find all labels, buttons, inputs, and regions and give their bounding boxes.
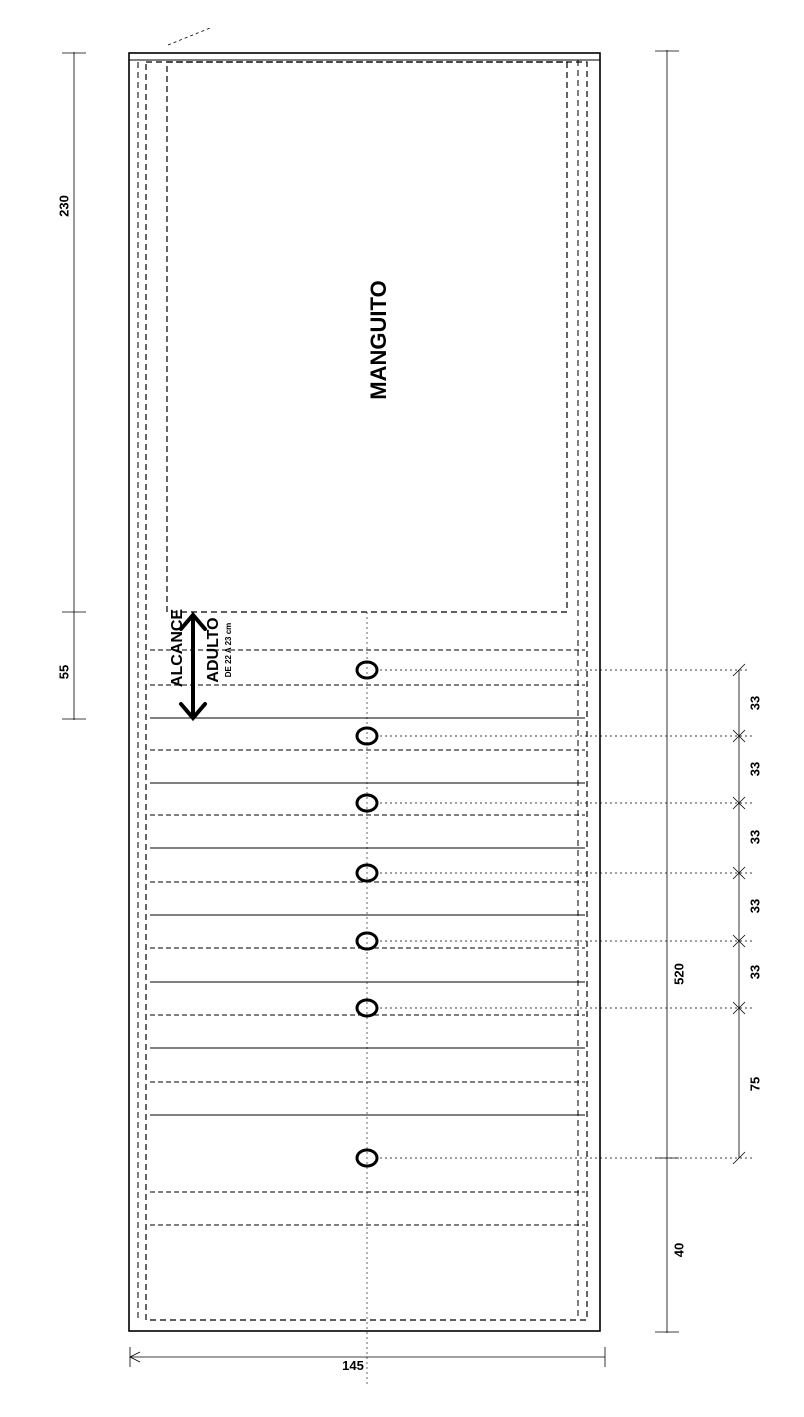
right-total-dimension-line: [655, 50, 679, 1333]
eyelet-3: [355, 793, 379, 813]
alcance-label: ALCANCE: [169, 609, 186, 688]
eyelet-7: [355, 1148, 379, 1168]
width-dim-145: 145: [342, 1358, 364, 1373]
right-dim-40: 40: [671, 1243, 686, 1257]
left-dim-55: 55: [56, 665, 71, 679]
eyelet-5: [355, 931, 379, 951]
spacing-dim-1: 33: [747, 696, 762, 710]
spacing-dim-4: 33: [747, 899, 762, 913]
adulto-label: ADULTO: [205, 617, 222, 682]
eyelets: [355, 660, 379, 1168]
left-dimension-line: [62, 52, 86, 720]
spacing-dim-2: 33: [747, 762, 762, 776]
eyelet-4: [355, 863, 379, 883]
spacing-dim-3: 33: [747, 830, 762, 844]
right-dim-520: 520: [671, 963, 686, 985]
left-dim-230: 230: [56, 195, 71, 217]
spacing-dimension-line: [732, 663, 746, 1165]
eyelet-1: [355, 660, 379, 680]
width-dimension-line: [129, 1347, 606, 1367]
range-label: DE 22 A 23 cm: [224, 623, 233, 678]
spacing-dim-6: 75: [747, 1077, 762, 1091]
eyelet-6: [355, 998, 379, 1018]
cuff-outline: [128, 27, 601, 1332]
spacing-dim-5: 33: [747, 965, 762, 979]
eyelet-2: [355, 726, 379, 746]
range-arrow: [179, 611, 207, 722]
manguito-label: MANGUITO: [366, 280, 391, 399]
eyelet-leaders: [380, 669, 755, 1159]
